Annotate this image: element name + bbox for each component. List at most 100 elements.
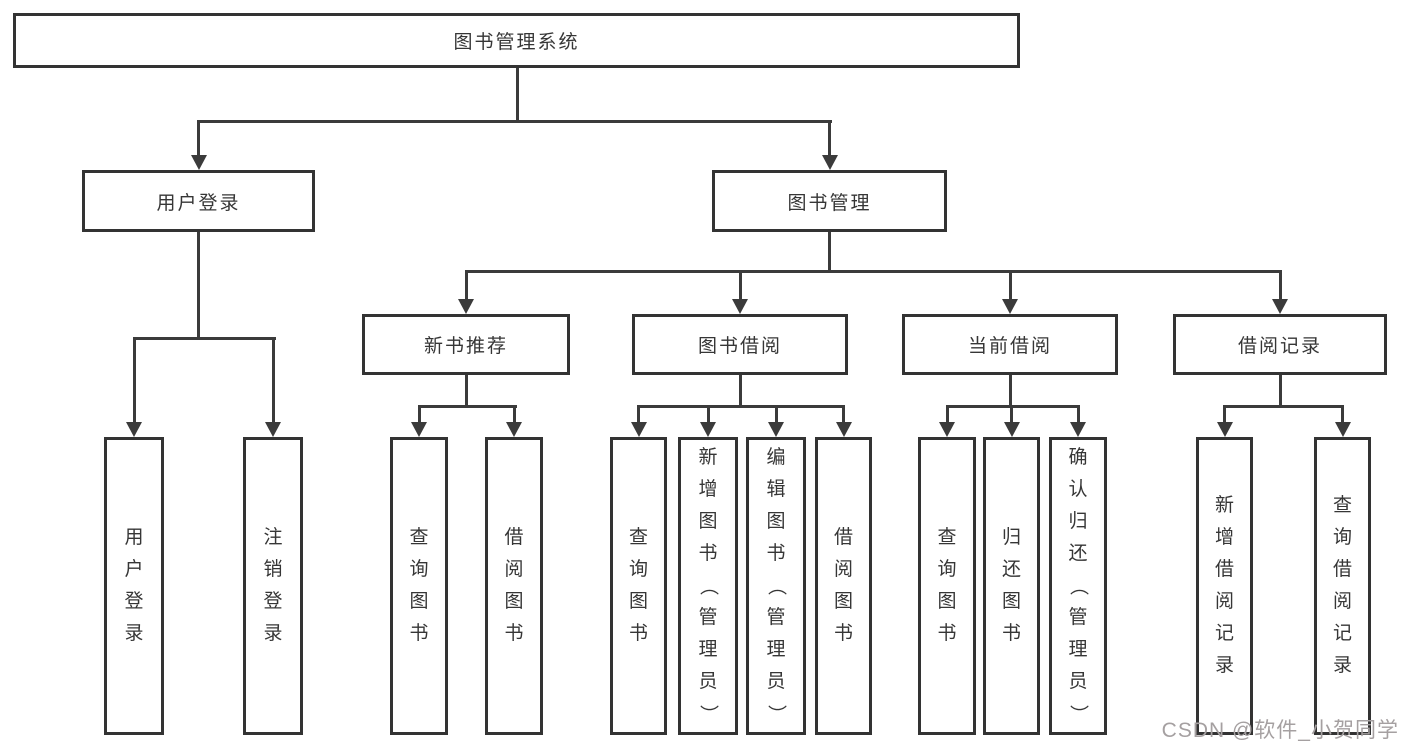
connector-line bbox=[1076, 405, 1080, 423]
vertical-char: 理 bbox=[698, 639, 718, 660]
vertical-char: 理 bbox=[1068, 639, 1088, 660]
vertical-char: 查 bbox=[628, 527, 648, 548]
vertical-char: 查 bbox=[937, 527, 957, 548]
vertical-char: 图 bbox=[504, 591, 524, 612]
leaf-borrow-books: 借阅图书 bbox=[815, 437, 872, 735]
vertical-char: 户 bbox=[124, 559, 144, 580]
vertical-char: 书 bbox=[937, 623, 957, 644]
vertical-char: 记 bbox=[1332, 623, 1352, 644]
vertical-char: 图 bbox=[628, 591, 648, 612]
vertical-char: 编 bbox=[766, 447, 786, 468]
connector-line bbox=[132, 337, 276, 340]
vertical-char: 书 bbox=[766, 543, 786, 564]
vertical-char: 书 bbox=[698, 543, 718, 564]
vertical-char: 还 bbox=[1001, 559, 1021, 580]
vertical-char: 确 bbox=[1068, 447, 1088, 468]
vertical-char: 图 bbox=[1001, 591, 1021, 612]
connector-arrowhead bbox=[939, 422, 955, 437]
connector-arrowhead bbox=[265, 422, 281, 437]
vertical-char: 阅 bbox=[1332, 591, 1352, 612]
node-current-borrow: 当前借阅 bbox=[902, 314, 1118, 375]
connector-line bbox=[1223, 405, 1226, 423]
connector-line bbox=[417, 405, 517, 408]
connector-arrowhead bbox=[1216, 422, 1233, 437]
vertical-char: 管 bbox=[766, 607, 786, 628]
connector-line bbox=[1223, 405, 1344, 408]
connector-line bbox=[132, 337, 136, 423]
vertical-char: 图 bbox=[937, 591, 957, 612]
connector-line bbox=[738, 375, 742, 408]
node-borrow-records: 借阅记录 bbox=[1173, 314, 1387, 375]
connector-line bbox=[464, 270, 1282, 273]
node-user-login: 用户登录 bbox=[82, 170, 315, 232]
vertical-char: 询 bbox=[937, 559, 957, 580]
vertical-char: 书 bbox=[504, 623, 524, 644]
vertical-char: 询 bbox=[409, 559, 429, 580]
connector-arrowhead bbox=[821, 155, 838, 170]
vertical-char: 借 bbox=[504, 527, 524, 548]
vertical-char: 书 bbox=[1001, 623, 1021, 644]
connector-line bbox=[842, 405, 845, 423]
vertical-char: 员 bbox=[698, 671, 718, 692]
vertical-char: 记 bbox=[1214, 623, 1234, 644]
connector-arrowhead bbox=[732, 299, 748, 314]
leaf-user-login: 用户登录 bbox=[104, 437, 164, 735]
connector-line bbox=[417, 405, 421, 423]
vertical-char: 借 bbox=[833, 527, 853, 548]
connector-line bbox=[738, 270, 742, 301]
leaf-query-books-recommend: 查询图书 bbox=[390, 437, 448, 735]
vertical-char: 用 bbox=[124, 527, 144, 548]
vertical-char: 辑 bbox=[766, 479, 786, 500]
connector-line bbox=[197, 120, 832, 123]
connector-line bbox=[515, 68, 519, 122]
connector-arrowhead bbox=[458, 299, 474, 314]
connector-line bbox=[828, 120, 831, 157]
vertical-char: 录 bbox=[1332, 655, 1352, 676]
vertical-char: 阅 bbox=[833, 559, 853, 580]
vertical-char: 查 bbox=[409, 527, 429, 548]
vertical-char: 注 bbox=[263, 527, 283, 548]
vertical-char: 书 bbox=[628, 623, 648, 644]
leaf-query-borrow-record: 查询借阅记录 bbox=[1314, 437, 1371, 735]
leaf-edit-book-admin: 编辑图书（管理员） bbox=[746, 437, 806, 735]
vertical-char: 登 bbox=[124, 591, 144, 612]
connector-arrowhead bbox=[1002, 299, 1018, 314]
connector-arrowhead bbox=[1272, 299, 1288, 314]
vertical-char: 阅 bbox=[1214, 591, 1234, 612]
connector-arrowhead bbox=[630, 422, 647, 437]
connector-line bbox=[1008, 375, 1012, 408]
vertical-char: ） bbox=[1067, 704, 1089, 724]
vertical-char: 图 bbox=[698, 511, 718, 532]
connector-line bbox=[1278, 375, 1282, 408]
connector-line bbox=[706, 405, 710, 423]
connector-arrowhead bbox=[411, 422, 427, 437]
connector-arrowhead bbox=[835, 422, 852, 437]
leaf-query-books-borrow: 查询图书 bbox=[610, 437, 667, 735]
connector-line bbox=[464, 375, 468, 408]
connector-line bbox=[1278, 270, 1282, 301]
vertical-char: ） bbox=[765, 704, 787, 724]
node-book-borrow: 图书借阅 bbox=[632, 314, 848, 375]
connector-line bbox=[637, 405, 845, 408]
vertical-char: 销 bbox=[263, 559, 283, 580]
vertical-char: 管 bbox=[698, 607, 718, 628]
node-library-system: 图书管理系统 bbox=[13, 13, 1020, 68]
vertical-char: 增 bbox=[698, 479, 718, 500]
vertical-char: 新 bbox=[698, 447, 718, 468]
node-new-book-recommend: 新书推荐 bbox=[362, 314, 570, 375]
connector-line bbox=[271, 337, 275, 423]
vertical-char: ） bbox=[697, 704, 719, 724]
vertical-char: 图 bbox=[766, 511, 786, 532]
connector-line bbox=[1010, 405, 1013, 423]
connector-line bbox=[464, 270, 468, 301]
connector-arrowhead bbox=[506, 422, 522, 437]
vertical-char: 理 bbox=[766, 639, 786, 660]
watermark-text: CSDN @软件_小贺同学 bbox=[1161, 719, 1399, 742]
vertical-char: （ bbox=[765, 576, 787, 596]
connector-line bbox=[197, 232, 200, 340]
connector-arrowhead bbox=[1334, 422, 1351, 437]
connector-arrowhead bbox=[190, 155, 207, 170]
connector-line bbox=[637, 405, 640, 423]
leaf-confirm-return-admin: 确认归还（管理员） bbox=[1049, 437, 1107, 735]
